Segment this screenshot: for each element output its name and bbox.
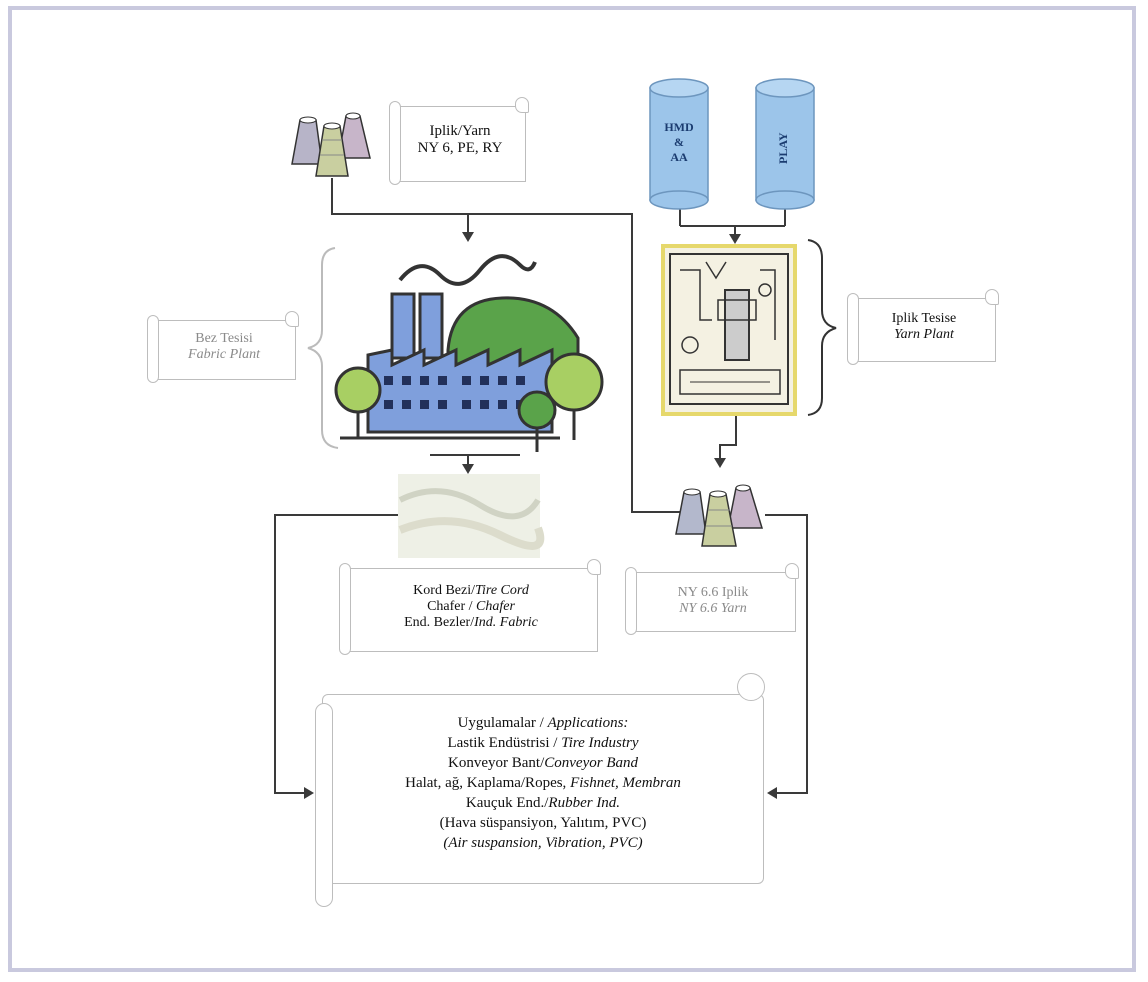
fabric-image — [398, 474, 545, 558]
ny66-line1: NY 6.6 Iplik — [677, 585, 749, 600]
fabric-products-box: Kord Bezi/Tire Cord Chafer / Chafer End.… — [339, 559, 601, 655]
tank-hmd-line1: HMD — [664, 120, 694, 134]
yarn-plant-line1: Iplik Tesise — [891, 311, 957, 326]
yarn-plant-schematic-icon — [661, 244, 797, 416]
fabric-plant-line2: Fabric Plant — [188, 347, 260, 362]
applications-line4: Halat, ağ, Kaplama/Ropes, Fishnet, Membr… — [405, 775, 681, 791]
yarn-cones-icon-ny66 — [675, 484, 764, 547]
products-line2: Chafer / Chafer — [427, 599, 515, 614]
yarn-cones-icon-top — [291, 112, 371, 177]
plant-to-cones-line — [719, 415, 737, 458]
yarn-plant-bracket — [807, 239, 837, 416]
yarn-plant-box: Iplik Tesise Yarn Plant — [847, 289, 999, 365]
yarn-type-box: Iplik/Yarn NY 6, PE, RY — [389, 97, 529, 185]
tank-hmd-line3: AA — [670, 150, 688, 164]
connector-lines — [274, 178, 808, 794]
applications-line6: (Hava süspansiyon, Yalıtım, PVC) — [439, 815, 647, 831]
applications-line7: (Air suspansion, Vibration, PVC) — [443, 835, 643, 851]
applications-box: Uygulamalar / Applications: Lastik Endüs… — [315, 673, 765, 907]
yarn-type-line1: Iplik/Yarn — [429, 123, 491, 139]
products-line3: End. Bezler/Ind. Fabric — [404, 615, 538, 630]
tank-hmd-label: HMD & AA — [654, 120, 704, 165]
tank-play-line1: PLAY — [776, 132, 790, 164]
yarn-to-ny-line — [331, 178, 690, 513]
arrowheads — [304, 232, 777, 799]
applications-line2: Lastik Endüstrisi / Tire Industry — [447, 735, 639, 751]
applications-title: Uygulamalar / Applications: — [457, 715, 629, 731]
factory-icon — [334, 254, 604, 452]
yarn-type-line2: NY 6, PE, RY — [417, 140, 503, 156]
products-line1: Kord Bezi/Tire Cord — [413, 583, 529, 598]
tank-play-label: PLAY — [776, 118, 791, 178]
yarn-plant-line2: Yarn Plant — [894, 327, 954, 342]
ny66-yarn-box: NY 6.6 Iplik NY 6.6 Yarn — [625, 563, 799, 635]
ny66-line2: NY 6.6 Yarn — [679, 601, 747, 616]
fabric-to-applications-line — [274, 514, 398, 794]
fabric-plant-box: Bez Tesisi Fabric Plant — [147, 311, 299, 383]
fabric-plant-bracket — [307, 247, 339, 449]
tank-play-icon — [755, 78, 815, 210]
applications-line3: Konveyor Bant/Conveyor Band — [448, 755, 638, 771]
fabric-plant-line1: Bez Tesisi — [195, 331, 253, 346]
tank-hmd-icon — [649, 78, 709, 210]
tank-hmd-line2: & — [674, 135, 684, 149]
applications-line5: Kauçuk End./Rubber Ind. — [465, 795, 621, 811]
ny-to-applications-line — [765, 514, 808, 794]
